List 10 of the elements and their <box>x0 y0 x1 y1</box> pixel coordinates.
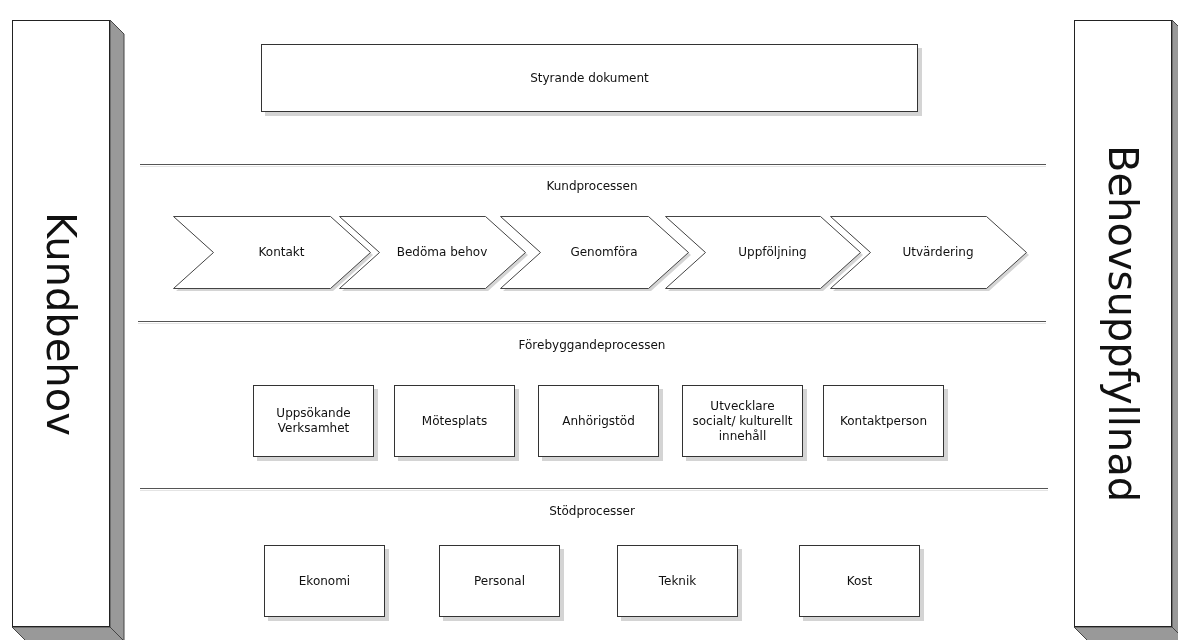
step-label: Bedöma behov <box>396 245 488 259</box>
step-label: Utvärdering <box>902 245 974 259</box>
step-label: Uppföljning <box>738 245 807 259</box>
section-heading: Förebyggandeprocessen <box>518 338 666 352</box>
section-heading: Stödprocesser <box>549 504 635 518</box>
pillar-label: Kundbehov <box>38 211 84 436</box>
section-heading: Kundprocessen <box>546 179 638 193</box>
pillar-label: Behovsuppfyllnad <box>1100 144 1146 503</box>
step-label: Genomföra <box>570 245 638 259</box>
step-label: Kontakt <box>258 245 305 259</box>
